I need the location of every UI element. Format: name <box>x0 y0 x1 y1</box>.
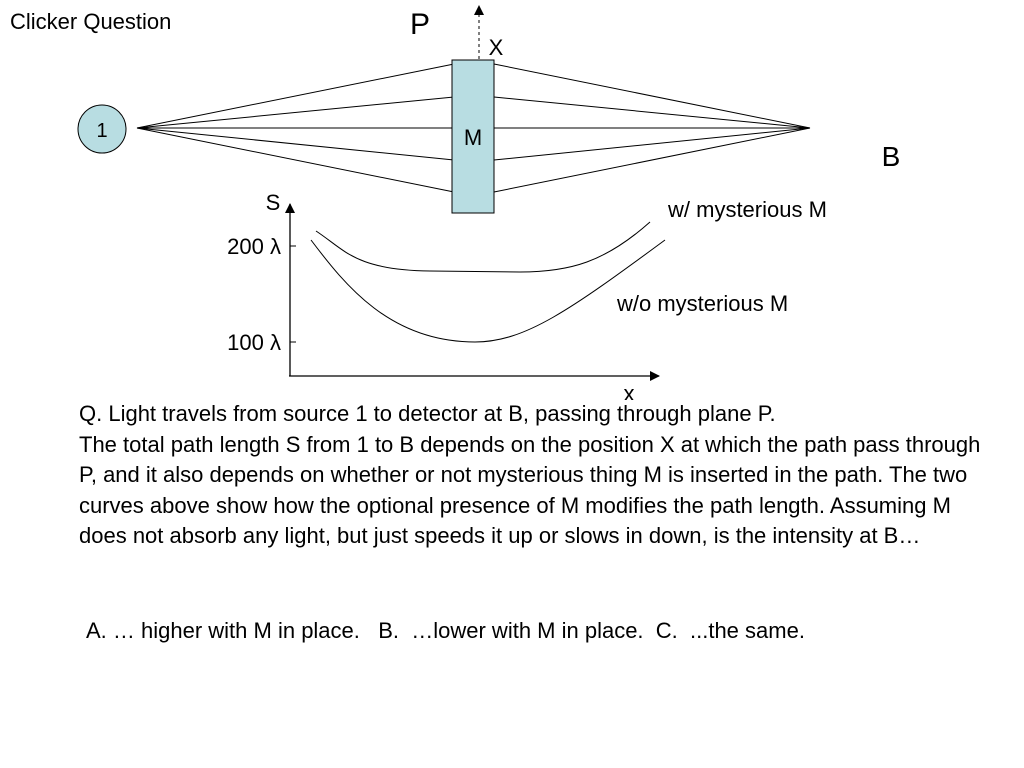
slide-title: Clicker Question <box>10 9 172 34</box>
y-axis-label: S <box>266 190 281 215</box>
curve-without-m <box>310 239 666 343</box>
y-tick-label: 200 λ <box>227 234 281 259</box>
series-label-with-m: w/ mysterious M <box>667 197 827 222</box>
ray-line <box>493 63 811 129</box>
x-axis-label: x <box>624 381 635 400</box>
ray-line <box>136 63 455 129</box>
object-m-rect <box>451 59 495 214</box>
optics-diagram: 1 P X M B S x 200 λ 100 λ w/ mysterious … <box>77 5 901 400</box>
question-text: Q. Light travels from source 1 to detect… <box>79 401 981 548</box>
source-circle <box>77 104 127 154</box>
ray-line <box>493 127 811 193</box>
object-m-label: M <box>464 125 482 150</box>
ray-line <box>493 96 811 129</box>
curve-with-m <box>315 221 651 273</box>
source-label: 1 <box>96 120 107 142</box>
series-label-without-m: w/o mysterious M <box>616 291 788 316</box>
ray-line <box>136 127 455 193</box>
position-label: X <box>489 35 504 60</box>
light-rays <box>136 63 811 193</box>
detector-label: B <box>882 141 901 172</box>
ray-line <box>136 96 455 129</box>
ray-line <box>493 127 811 161</box>
y-tick-label: 100 λ <box>227 330 281 355</box>
plane-label: P <box>410 8 430 41</box>
ray-line <box>136 127 455 161</box>
answer-choices: A. … higher with M in place. B. …lower w… <box>86 618 805 643</box>
